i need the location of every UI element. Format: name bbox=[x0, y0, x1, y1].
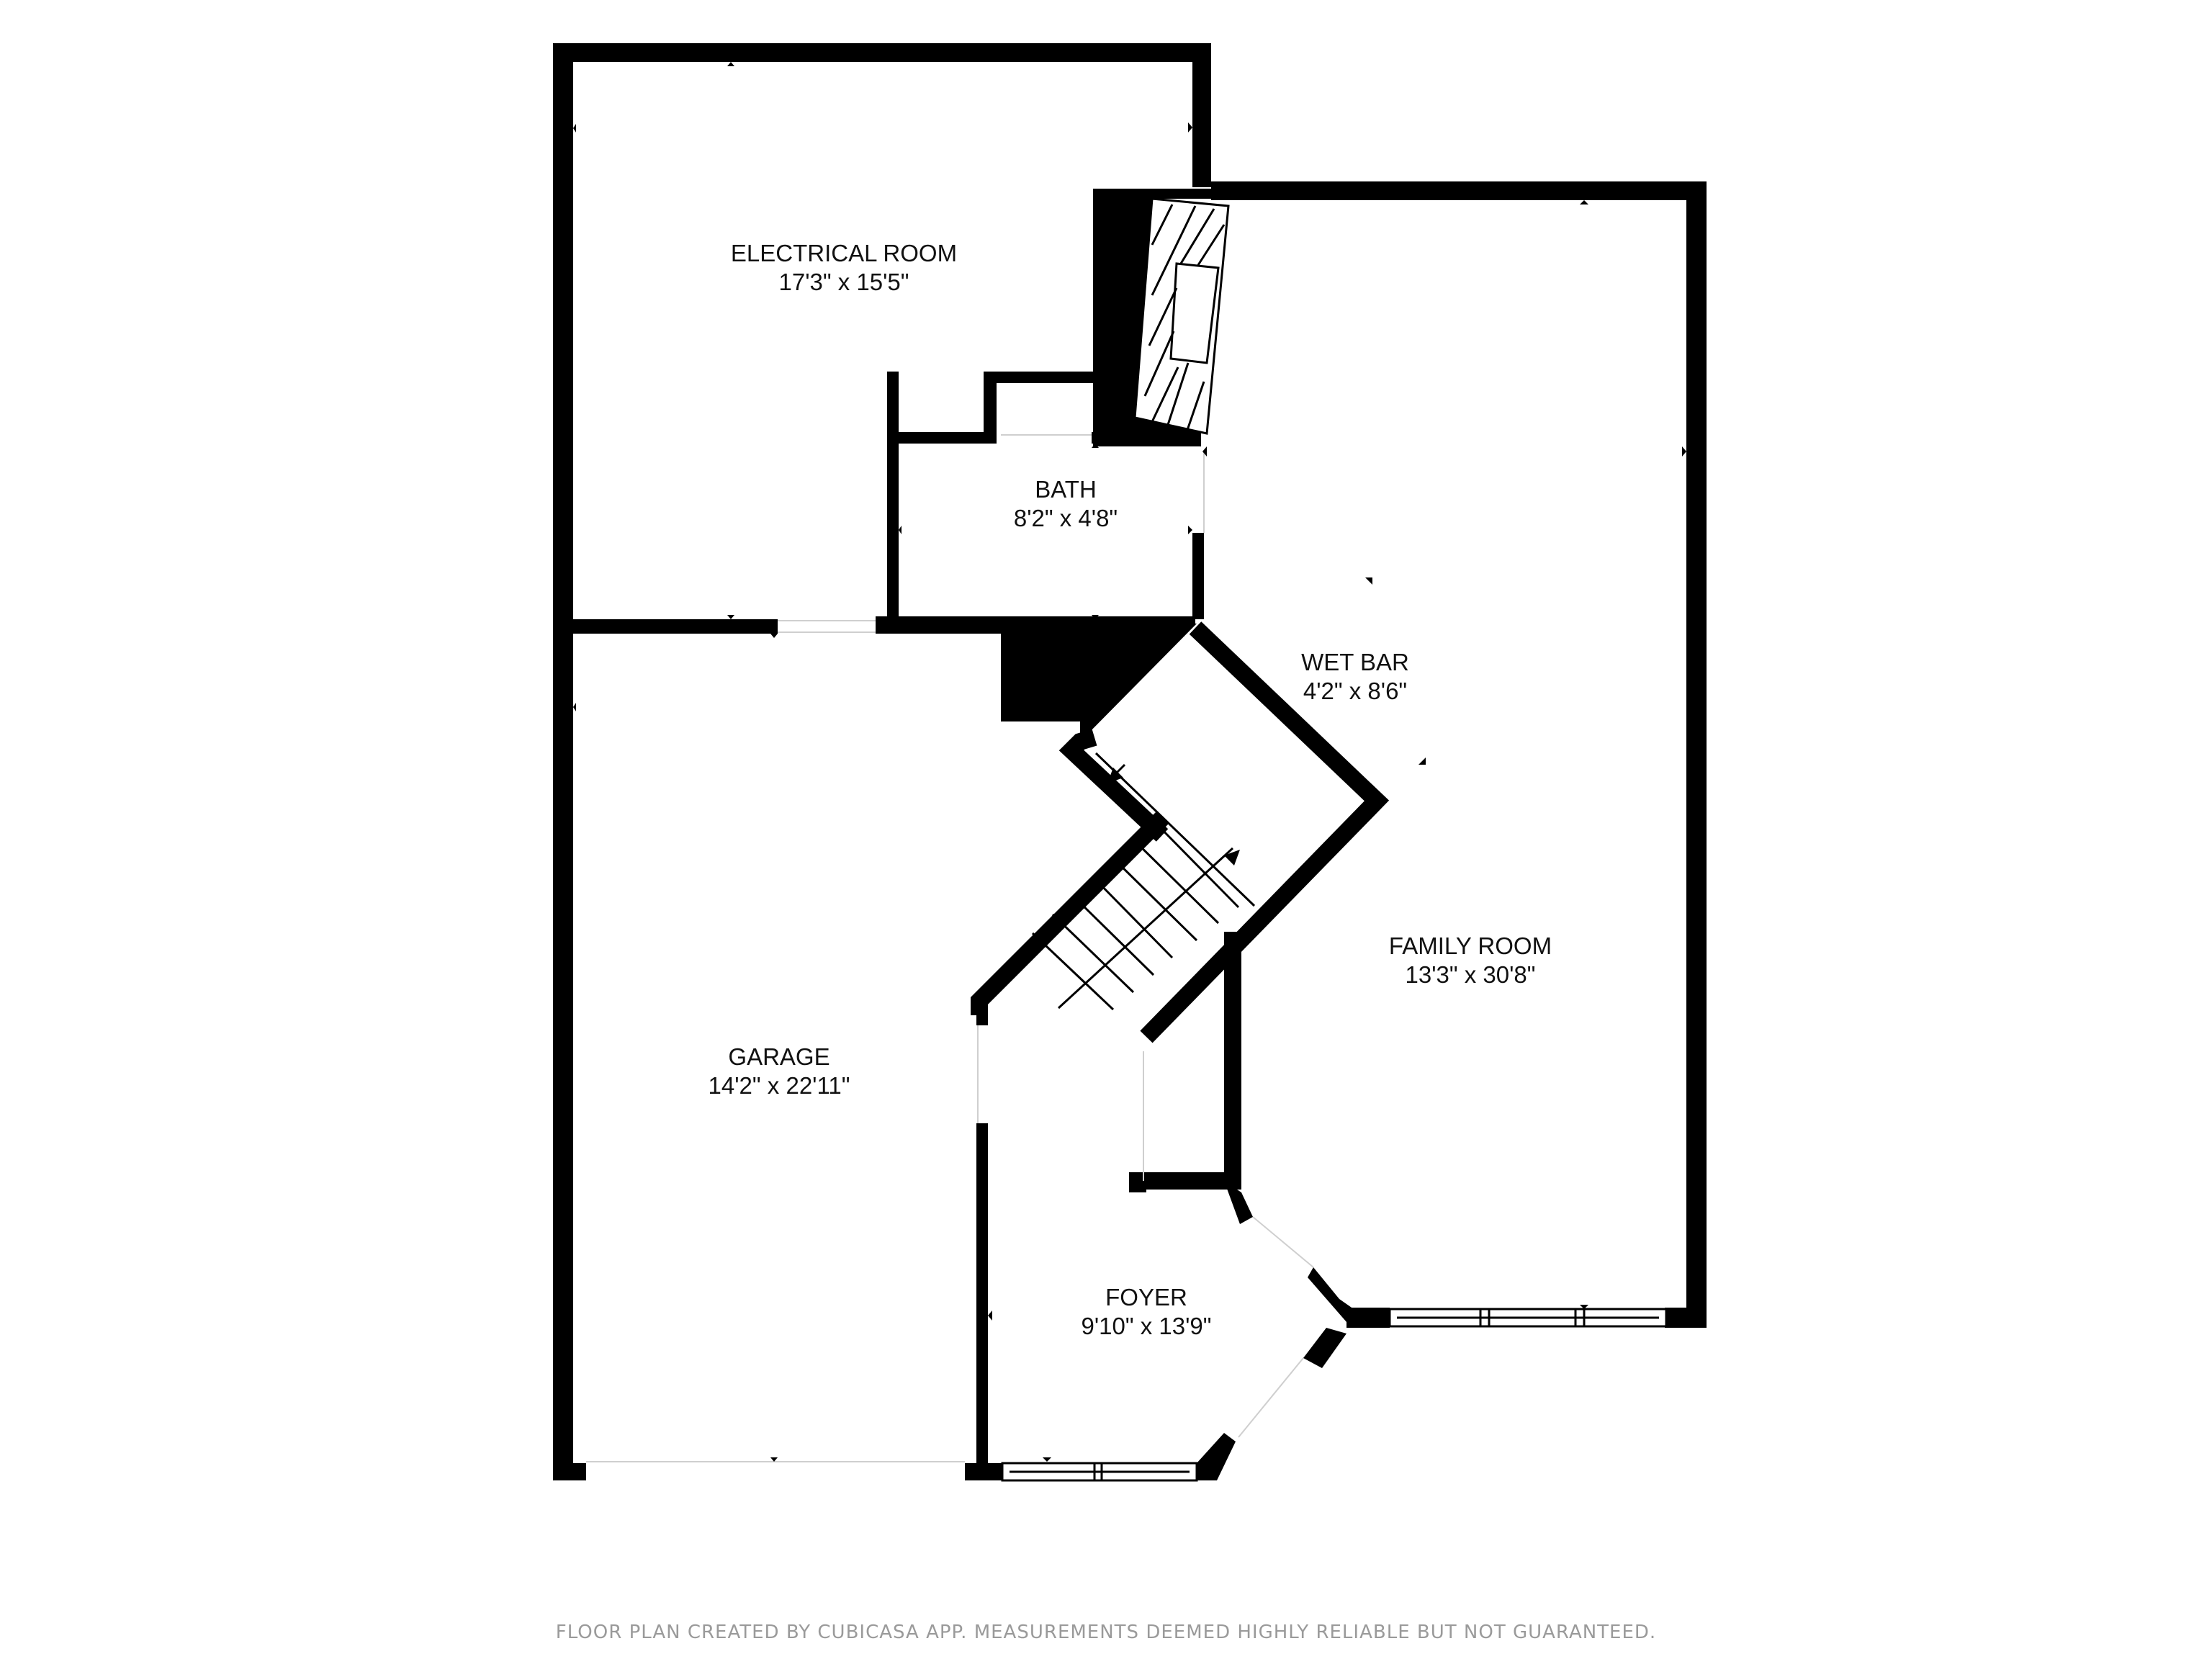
room-label-garage: GARAGE 14'2" x 22'11" bbox=[709, 1043, 850, 1100]
room-dimensions: 14'2" x 22'11" bbox=[708, 1072, 850, 1099]
room-label-bath: BATH 8'2" x 4'8" bbox=[1014, 475, 1118, 533]
room-name: FAMILY ROOM bbox=[1388, 932, 1552, 959]
room-name: GARAGE bbox=[728, 1043, 830, 1070]
room-label-family-room: FAMILY ROOM 13'3" x 30'8" bbox=[1389, 932, 1552, 989]
windows bbox=[1001, 1308, 1668, 1482]
footer-disclaimer: FLOOR PLAN CREATED BY CUBICASA APP. MEAS… bbox=[555, 1622, 1657, 1643]
room-dimensions: 13'3" x 30'8" bbox=[1405, 961, 1536, 988]
stair-walls bbox=[971, 621, 1390, 1192]
walls bbox=[553, 43, 1707, 1480]
stairs-icon bbox=[1031, 752, 1256, 1011]
fireplace-icon bbox=[1133, 197, 1230, 435]
room-label-electrical-room: ELECTRICAL ROOM 17'3" x 15'5" bbox=[731, 239, 957, 297]
room-dimensions: 9'10" x 13'9" bbox=[1081, 1313, 1212, 1339]
room-dimensions: 17'3" x 15'5" bbox=[778, 269, 909, 295]
openings bbox=[586, 434, 1314, 1462]
stair-arrows bbox=[1107, 768, 1240, 866]
room-label-foyer: FOYER 9'10" x 13'9" bbox=[1082, 1283, 1212, 1341]
room-dimensions: 8'2" x 4'8" bbox=[1013, 505, 1118, 531]
room-name: BATH bbox=[1035, 476, 1097, 503]
room-name: ELECTRICAL ROOM bbox=[730, 240, 958, 266]
room-name: FOYER bbox=[1105, 1284, 1187, 1310]
room-dimensions: 4'2" x 8'6" bbox=[1303, 678, 1408, 704]
room-label-wet-bar: WET BAR 4'2" x 8'6" bbox=[1301, 648, 1409, 706]
room-name: WET BAR bbox=[1301, 649, 1409, 675]
dimension-markers bbox=[573, 62, 1686, 1462]
foyer-walls bbox=[553, 1015, 1707, 1480]
